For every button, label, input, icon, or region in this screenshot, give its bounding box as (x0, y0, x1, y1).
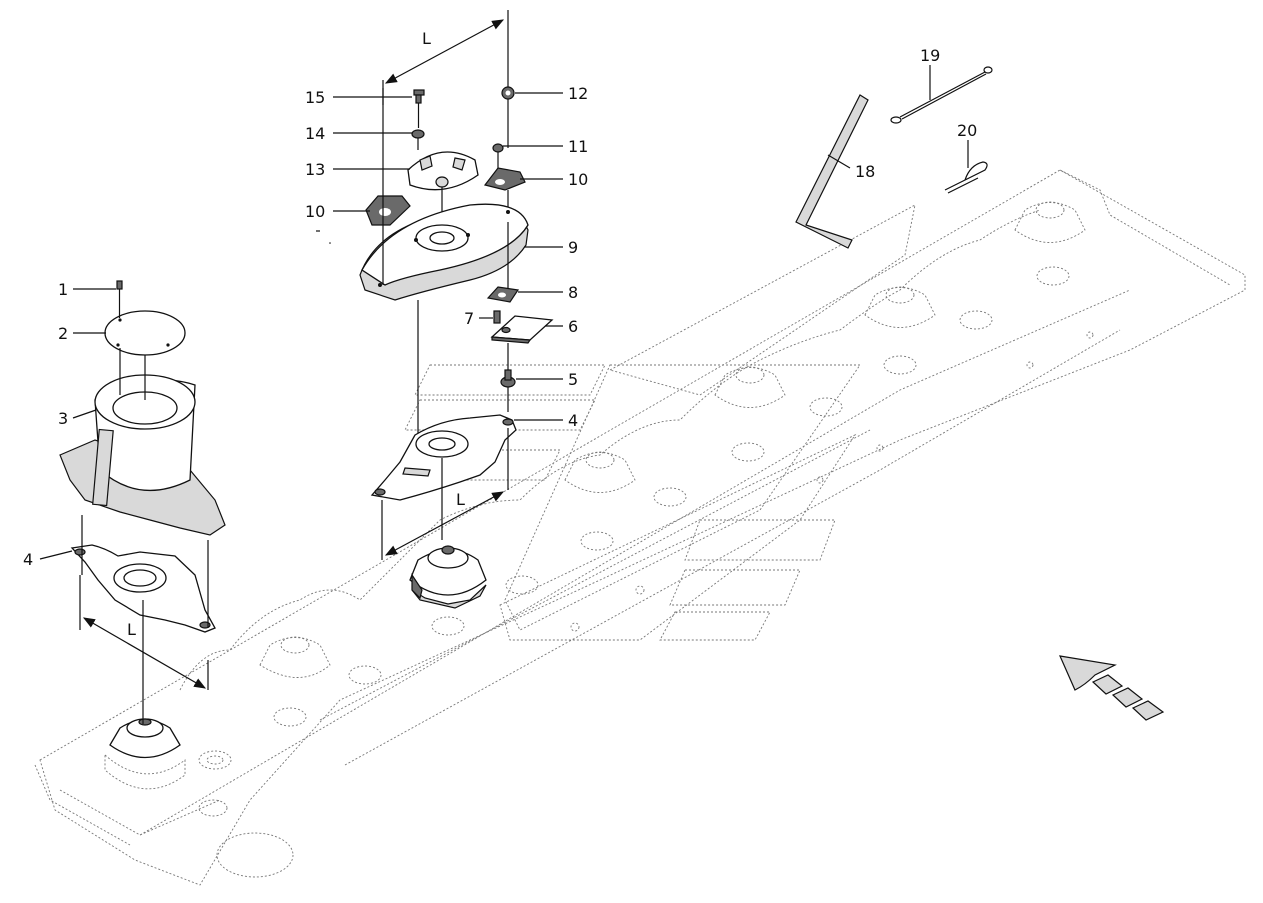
part-20-pin (944, 161, 988, 194)
callout-19: 19 (920, 46, 940, 65)
leader-lines (39, 65, 969, 560)
callout-11: 11 (568, 137, 588, 156)
dimension-center: L (384, 490, 505, 556)
callout-5: 5 (568, 370, 578, 389)
part-4-left-plate (70, 544, 216, 724)
center-gearbox-hub (409, 545, 487, 609)
dimension-left: L (79, 575, 209, 690)
callout-9: 9 (568, 238, 578, 257)
callout-8: 8 (568, 283, 578, 302)
part-19-cable (890, 66, 993, 124)
part-4-center-plate (370, 414, 517, 560)
part-14-washer (411, 129, 425, 150)
dimension-label-l-top: L (422, 29, 431, 48)
part-12-nut (501, 86, 515, 148)
part-8-plate (486, 286, 520, 303)
callout-7: 7 (464, 309, 474, 328)
callout-3: 3 (58, 409, 68, 428)
callout-4-center: 4 (568, 411, 578, 430)
dimension-label-l-center: L (456, 490, 465, 509)
part-10-right-holder (483, 167, 526, 210)
part-18-bracket (795, 94, 869, 249)
callout-20: 20 (957, 121, 977, 140)
callout-6: 6 (568, 317, 578, 336)
callout-18: 18 (855, 162, 875, 181)
part-9-cutting-disc (359, 88, 529, 468)
callout-14: 14 (305, 124, 325, 143)
callout-numbers: 1 2 3 4 4 5 6 7 8 9 10 10 11 12 13 14 15… (23, 46, 977, 569)
callout-15: 15 (305, 88, 325, 107)
callout-1: 1 (58, 280, 68, 299)
left-gearbox-hub (104, 718, 186, 790)
stray-marks (316, 230, 331, 244)
part-10-left-holder (365, 195, 411, 226)
part-3-cone (59, 374, 226, 628)
callout-10-right: 10 (568, 170, 588, 189)
callout-2: 2 (58, 324, 68, 343)
cutter-bar-frame (34, 169, 1246, 886)
part-2-plate (104, 310, 186, 400)
dimension-label-l-left: L (127, 620, 136, 639)
part-7-bolt (493, 310, 501, 324)
callout-10-left: 10 (305, 202, 325, 221)
part-1-screw (116, 280, 123, 318)
dimension-top: L (382, 10, 509, 105)
callout-12: 12 (568, 84, 588, 103)
watermark-blocks (394, 204, 916, 641)
part-6-blade (490, 315, 554, 372)
callout-13: 13 (305, 160, 325, 179)
travel-direction-arrow-icon (1059, 655, 1165, 721)
callout-4-left: 4 (23, 550, 33, 569)
part-5-bolt (500, 369, 516, 412)
part-15-screw (413, 89, 425, 128)
